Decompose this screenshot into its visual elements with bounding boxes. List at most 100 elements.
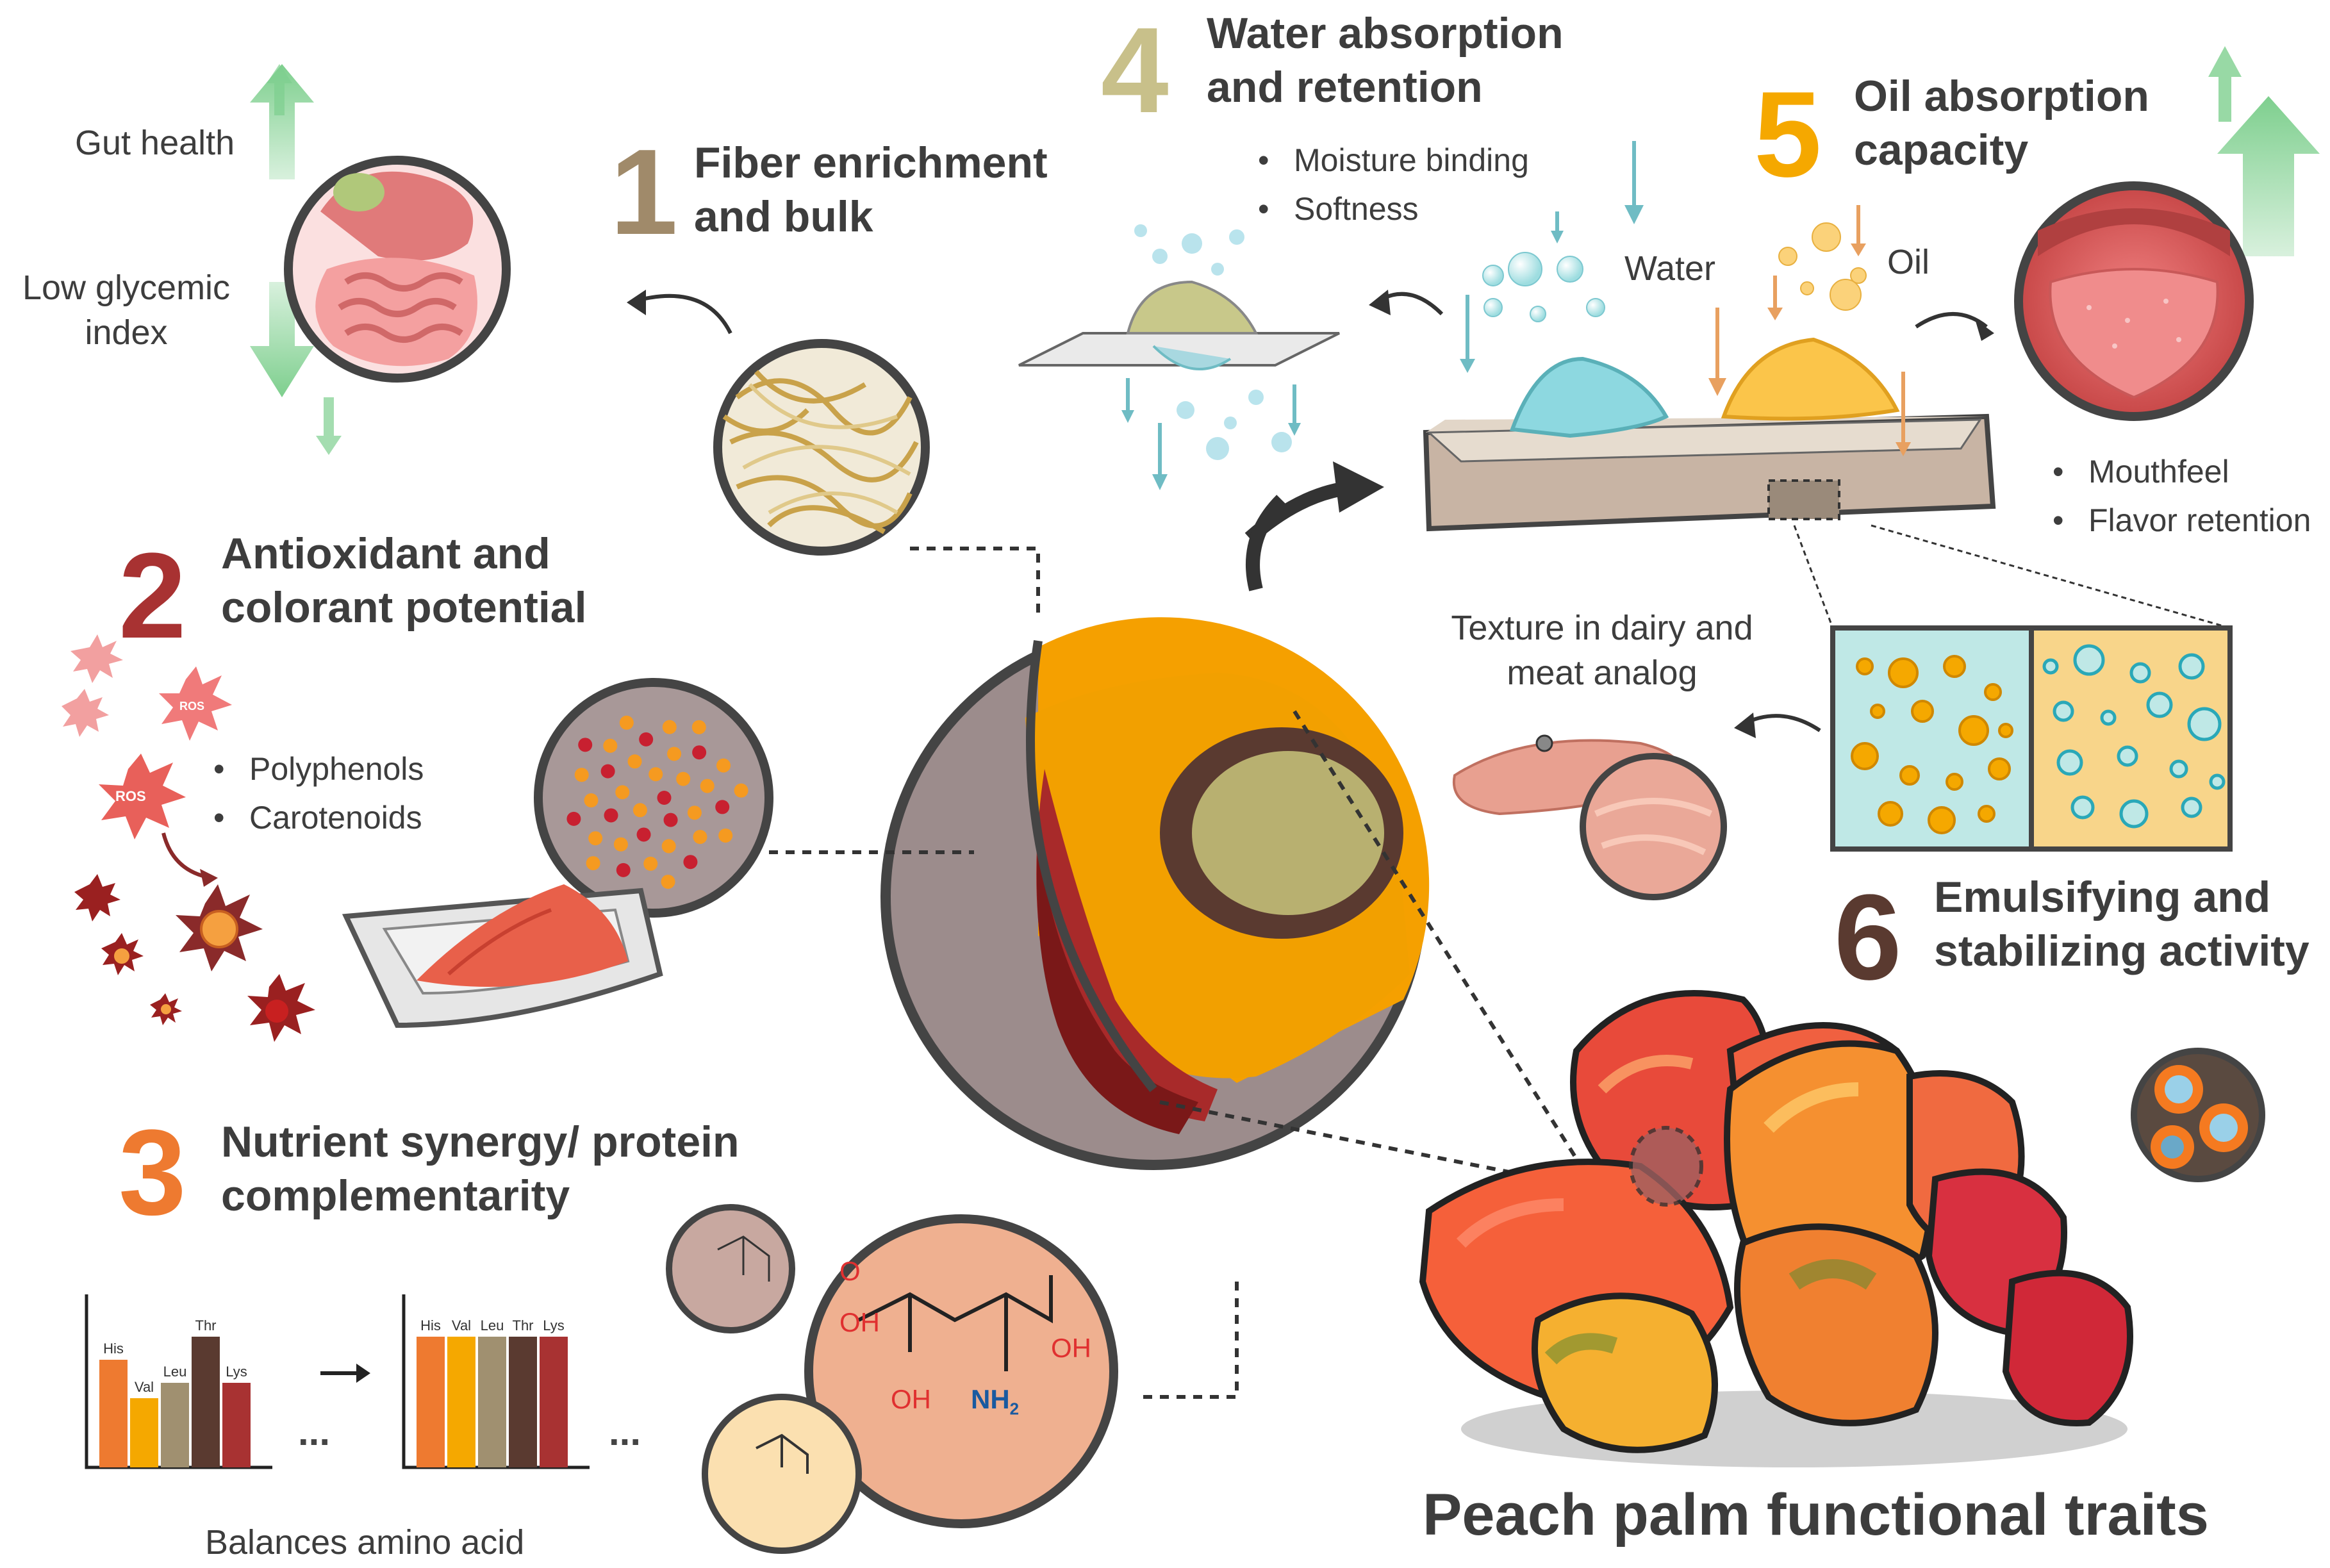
texture-line2: meat analog <box>1507 654 1698 692</box>
trait-4-heading-line2: and retention <box>1207 63 1483 111</box>
antioxidant-bullets: Polyphenols Carotenoids <box>208 745 424 842</box>
gut-up-arrow-icon <box>250 64 314 179</box>
arrow-to-trait5 <box>1915 312 1988 329</box>
texture-line1: Texture in dairy and <box>1451 609 1753 647</box>
cut-fruit-circle <box>2131 1048 2265 1182</box>
trait-1-number: 1 <box>610 124 678 260</box>
trait-5-number: 5 <box>1754 67 1822 202</box>
before-bar-his <box>99 1360 128 1467</box>
trait-5-heading-line2: capacity <box>1854 126 2029 174</box>
gut-health-label: Gut health <box>75 124 235 162</box>
fruit-pile <box>1419 990 2133 1467</box>
trait-4-number: 4 <box>1101 3 1169 138</box>
trait-6-heading: Emulsifying and stabilizing activity <box>1934 870 2309 978</box>
trait-4-heading: Water absorption and retention <box>1207 6 1564 114</box>
after-bar-lys <box>540 1337 568 1467</box>
figure-title: Peach palm functional traits <box>1423 1482 2209 1547</box>
trait-1-heading-line2: and bulk <box>694 192 873 241</box>
before-bar-val <box>130 1398 158 1467</box>
mol-nh2-label: NH2 <box>971 1384 1019 1419</box>
tray-group <box>1423 205 1996 532</box>
gut-health-group <box>250 64 511 455</box>
trait-6-heading-line1: Emulsifying and <box>1934 873 2271 921</box>
before-bar-leu <box>161 1383 189 1467</box>
water-label: Water <box>1624 249 1716 288</box>
after-label-val: Val <box>452 1317 471 1333</box>
trait-1-heading-line1: Fiber enrichment <box>694 138 1048 187</box>
fruit-cross-section <box>880 617 1430 1170</box>
trait-1-heading: Fiber enrichment and bulk <box>694 136 1048 243</box>
emulsion-oil-droplets <box>1851 655 2013 834</box>
bullet-mouthfeel: Mouthfeel <box>2047 447 2311 496</box>
antioxidant-particles <box>566 715 748 889</box>
trait-3-number: 3 <box>119 1105 186 1241</box>
trait-2-heading: Antioxidant and colorant potential <box>221 527 586 634</box>
oil-bullets: Mouthfeel Flavor retention <box>2047 447 2311 545</box>
antioxidant-circle <box>534 678 773 918</box>
amino-chart-after: His Val Leu Thr Lys <box>402 1294 590 1469</box>
ros-group: ROS ROS <box>62 634 315 1042</box>
glycemic-label: Low glycemic index <box>14 265 238 355</box>
ellipsis-after: ... <box>609 1410 641 1453</box>
mol-nh-text: NH <box>971 1384 1010 1414</box>
water-bullets: Moisture binding Softness <box>1253 136 1529 233</box>
after-label-thr: Thr <box>513 1317 534 1333</box>
trait-2-heading-line2: colorant potential <box>221 583 587 632</box>
amino-caption: Balances amino acid <box>205 1523 525 1562</box>
trait-3-heading-line1: Nutrient synergy/ protein <box>221 1118 739 1166</box>
texture-label: Texture in dairy and meat analog <box>1435 606 1769 695</box>
mouth-group <box>2014 46 2320 421</box>
before-bar-thr <box>192 1337 220 1467</box>
ellipsis-before: ... <box>298 1410 331 1453</box>
bullet-moisture: Moisture binding <box>1253 136 1529 185</box>
arrow-to-trait1 <box>634 293 732 334</box>
glycemic-line2: index <box>85 313 168 352</box>
trait-2-number: 2 <box>119 528 186 664</box>
before-label-thr: Thr <box>195 1317 217 1333</box>
after-label-his: His <box>420 1317 441 1333</box>
bullet-carotenoids: Carotenoids <box>208 793 424 842</box>
before-label-val: Val <box>135 1379 154 1395</box>
mouth-up-arrow-icon <box>2217 96 2320 256</box>
after-label-lys: Lys <box>543 1317 564 1333</box>
emulsion-group <box>1452 524 2233 900</box>
after-bar-his <box>417 1337 445 1467</box>
oil-label: Oil <box>1887 243 1929 281</box>
emulsion-water-droplets <box>2042 644 2226 829</box>
trait-5-heading: Oil absorption capacity <box>1854 69 2149 177</box>
meat-zoom-circle <box>1580 753 1727 900</box>
mol-oh-label-2: OH <box>891 1384 931 1414</box>
water-group <box>1018 141 1644 490</box>
trait-6-number: 6 <box>1834 870 1902 1005</box>
small-mouth-arrow-icon <box>2208 46 2242 122</box>
fiber-circle-group <box>713 339 930 556</box>
before-label-leu: Leu <box>163 1364 187 1380</box>
water-blob <box>1509 356 1669 438</box>
small-down-arrow-icon <box>316 397 342 455</box>
svg-text:ROS: ROS <box>115 788 146 804</box>
after-bar-leu <box>478 1337 506 1467</box>
trait-3-heading-line2: complementarity <box>221 1171 570 1220</box>
trait-6-heading-line2: stabilizing activity <box>1934 927 2309 975</box>
oil-blob <box>1721 337 1900 421</box>
before-label-his: His <box>103 1341 124 1357</box>
bullet-flavor: Flavor retention <box>2047 496 2311 545</box>
bullet-polyphenols: Polyphenols <box>208 745 424 793</box>
svg-text:ROS: ROS <box>179 700 204 713</box>
antioxidant-circle-group <box>342 678 773 1028</box>
mol-nh-sub: 2 <box>1009 1399 1020 1419</box>
after-bar-thr <box>509 1337 537 1467</box>
mol-o-label: O <box>839 1256 861 1286</box>
bullet-softness: Softness <box>1253 185 1529 233</box>
after-bar-val <box>447 1337 475 1467</box>
before-label-lys: Lys <box>226 1364 247 1380</box>
small-up-arrow-icon <box>267 64 292 115</box>
glycemic-line1: Low glycemic <box>22 268 231 307</box>
trait-2-heading-line1: Antioxidant and <box>221 529 550 578</box>
after-label-leu: Leu <box>481 1317 504 1333</box>
mol-oh-label-3: OH <box>1051 1333 1091 1363</box>
molecule-circles <box>666 1204 1118 1554</box>
trait-3-heading: Nutrient synergy/ protein complementarit… <box>221 1115 739 1223</box>
